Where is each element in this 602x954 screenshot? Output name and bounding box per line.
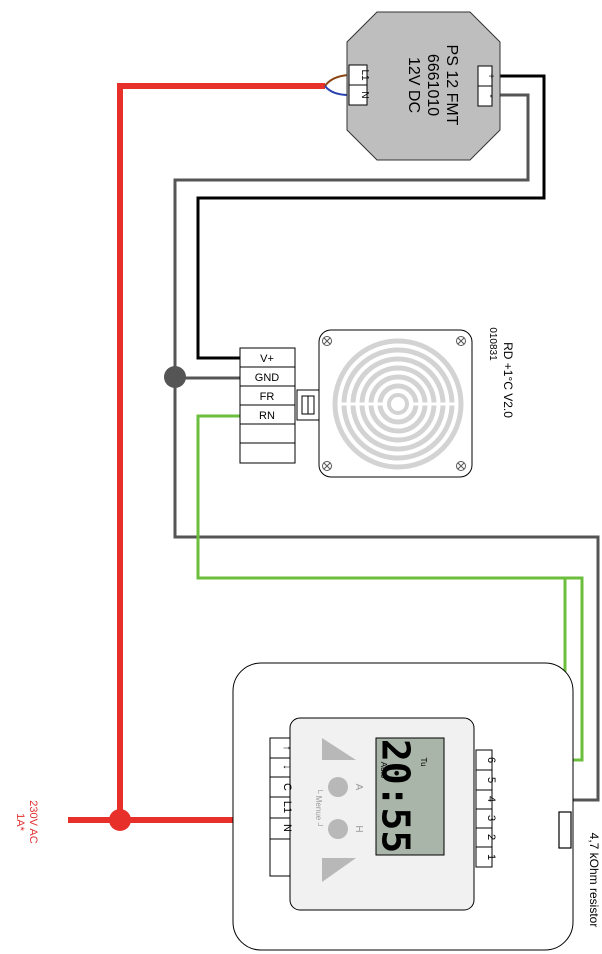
power-supply: L1 N + - PS 12 FMT 6661010 12V DC: [346, 11, 501, 161]
vplus-wire: [196, 74, 546, 360]
ctrl-terminal-4: 4: [485, 796, 497, 802]
psu-terminal-n: N: [359, 91, 370, 98]
resistor-label: 4,7 kOhm resistor: [587, 833, 601, 928]
sensor-terminal-rn: RN: [259, 410, 275, 422]
button-h[interactable]: [328, 819, 348, 839]
ctrl-terminal-down: ↓: [281, 764, 293, 770]
ctrl-terminal-6: 6: [485, 757, 497, 763]
lcd-time: 20:55: [374, 739, 418, 853]
psu-terminal-minus: -: [485, 94, 496, 97]
ctrl-terminal-c: C: [281, 783, 293, 791]
ctrl-terminal-l1: L1: [281, 801, 293, 813]
mains-voltage: 230V AC: [27, 800, 39, 843]
ctrl-terminal-n: N: [281, 824, 293, 832]
ctrl-terminal-1: 1: [485, 854, 497, 860]
psu-terminal-plus: +: [485, 73, 496, 79]
sensor-screw: [322, 336, 466, 471]
lcd-mode: Auto: [379, 762, 388, 779]
gnd-junction: [164, 366, 186, 388]
button-a[interactable]: [328, 777, 348, 797]
resistor: [558, 811, 572, 849]
down-arrow-icon[interactable]: [322, 858, 356, 882]
ctrl-terminal-5: 5: [485, 777, 497, 783]
button-h-label: H: [353, 825, 364, 832]
psu-brown-wire: [324, 74, 350, 87]
psu-blue-wire: [324, 85, 350, 96]
ctrl-terminal-2: 2: [485, 834, 497, 840]
sensor-model: RD +1°C V2.0: [501, 342, 515, 418]
menu-label: └ Menue ┘: [314, 788, 324, 828]
psu-model: PS 12 FMT: [443, 45, 460, 126]
lcd-day: Tu: [419, 757, 428, 766]
mains-fuse: 1A*: [14, 813, 26, 831]
psu-output: 12V DC: [405, 57, 422, 113]
up-arrow-icon[interactable]: [322, 738, 356, 760]
button-a-label: A: [353, 784, 364, 791]
mains-junction: [109, 809, 131, 831]
ctrl-terminal-up: ↑: [281, 745, 293, 751]
psu-part-number: 6661010: [424, 54, 441, 116]
sensor-terminal-gnd: GND: [255, 372, 280, 384]
psu-terminal-l1: L1: [359, 69, 370, 81]
mains-wire: [68, 83, 325, 823]
sensor-terminal-vplus: V+: [260, 353, 274, 365]
sensor: V+ GND FR RN RD +1°C V2.0 010831: [239, 327, 515, 478]
ctrl-terminal-3: 3: [485, 815, 497, 821]
sensor-terminal-fr: FR: [260, 391, 275, 403]
sensor-part-number: 010831: [487, 327, 498, 361]
controller: ↑ ↓ C L1 N 6 5 4 3 2 1 20:55 Tu Auto A H…: [232, 662, 574, 951]
